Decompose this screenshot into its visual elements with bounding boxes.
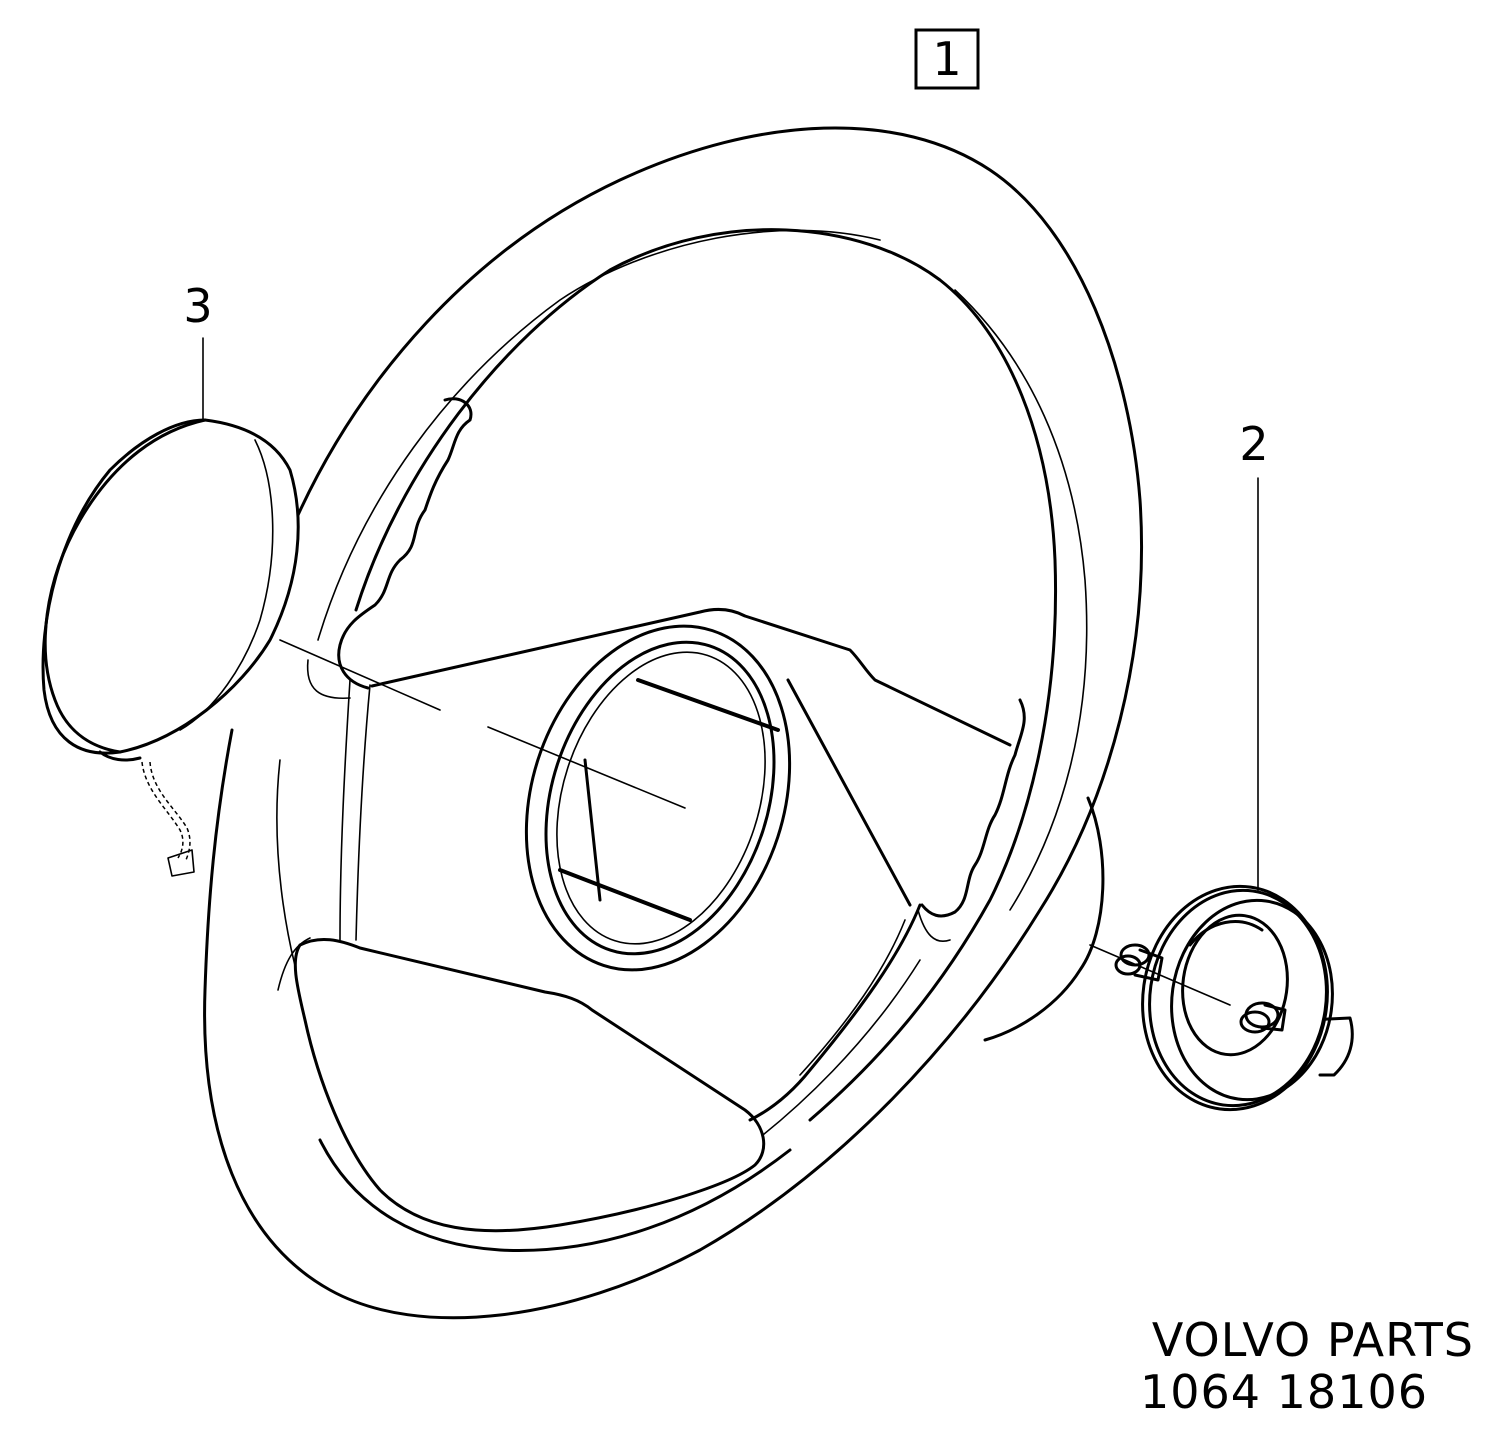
assembly-axis-right [1089, 944, 1231, 1006]
spoke-upper [370, 607, 1012, 747]
callout-2-number: 2 [1239, 417, 1268, 471]
callout-2: 2 [1239, 417, 1269, 891]
callout-3: 3 [183, 279, 213, 421]
ring-screw [1239, 1001, 1287, 1034]
frame-label-number: 1 [932, 32, 961, 86]
wheel-center-hub [524, 624, 792, 972]
assembly-axis-left [279, 639, 686, 809]
frame-label: 1 [914, 28, 980, 90]
wheel-hub-housing [983, 796, 1105, 1042]
horn-pad-cover [41, 418, 300, 877]
spoke-lower-pad [277, 937, 766, 1233]
steering-wheel-rim [203, 126, 1144, 1320]
rim-grip-right [917, 698, 1026, 942]
footer-code: 1064 18106 [1140, 1365, 1428, 1419]
contact-ring [1114, 884, 1354, 1112]
footer-brand: VOLVO PARTS [1152, 1313, 1474, 1367]
spoke-lower-right [748, 678, 922, 1122]
rim-grip-upper-left [306, 397, 473, 700]
footer: VOLVO PARTS 1064 18106 [1140, 1313, 1474, 1419]
callout-3-number: 3 [183, 279, 212, 333]
